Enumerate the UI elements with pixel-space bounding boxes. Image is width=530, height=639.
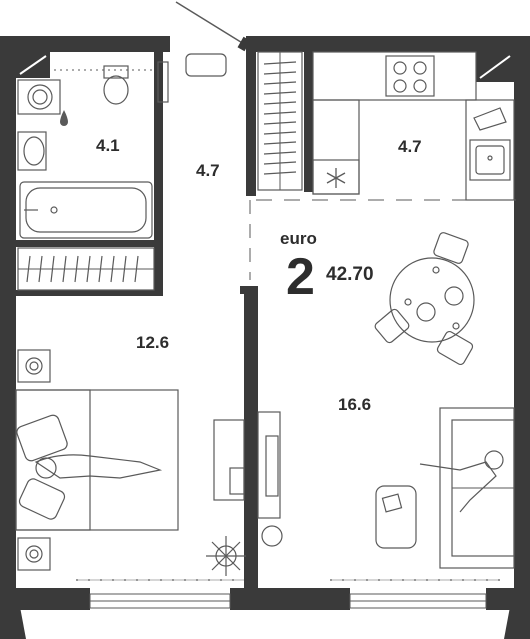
area-label-hallway: 4.7 <box>196 161 220 180</box>
wall-top-right <box>246 36 530 52</box>
wall-central <box>244 286 258 592</box>
plant-icon <box>206 536 246 576</box>
sink-icon <box>17 131 47 171</box>
wall-wardrobe-bottom <box>16 290 163 296</box>
windows <box>76 579 500 609</box>
wall-central-cap <box>240 286 258 294</box>
kitchen-sink-icon <box>469 139 511 181</box>
tv-unit-icon <box>257 411 281 519</box>
stove-icon <box>385 55 435 97</box>
hallway-wardrobe <box>257 51 303 191</box>
tv-icon <box>229 467 245 495</box>
wall-hall-right <box>246 36 256 196</box>
chair-icon <box>433 232 469 264</box>
wall-right <box>514 36 530 596</box>
living-furniture <box>257 407 515 569</box>
total-area-label: 42.70 <box>326 264 374 285</box>
pillow-icon <box>16 414 68 462</box>
snowflake-icon <box>326 168 346 188</box>
door-mat <box>185 53 227 77</box>
wall-left <box>0 36 16 596</box>
wall-bottom-2 <box>230 588 350 610</box>
entrance-door-hinge <box>237 36 251 52</box>
wall-bath-bottom <box>16 240 163 247</box>
fridge-icon <box>312 159 360 195</box>
rooms-count-label: 2 <box>286 248 315 306</box>
wall-bottom-1 <box>0 588 90 610</box>
round-table-icon <box>389 257 475 343</box>
toilet-icon <box>103 75 129 105</box>
bathroom-fixtures <box>17 61 169 239</box>
chair-icon <box>436 330 474 366</box>
pillow-icon <box>18 478 66 520</box>
area-label-bedroom: 12.6 <box>136 333 169 352</box>
labels: 4.1 4.7 4.7 12.6 16.6 euro 2 42.70 <box>96 136 422 414</box>
apartment-type-label: euro <box>280 229 317 248</box>
chair-icon <box>374 308 410 344</box>
wall-top-left <box>0 36 170 52</box>
area-label-living: 16.6 <box>338 395 371 414</box>
wall-wardrobe-right <box>154 247 163 296</box>
wall-bottom-foot-left <box>0 596 26 639</box>
cutting-board-icon <box>473 107 507 131</box>
wall-bath-right <box>154 52 163 242</box>
washing-machine-icon <box>17 79 61 115</box>
water-drop-icon <box>60 110 68 126</box>
bathtub-icon <box>19 181 153 239</box>
area-label-kitchen: 4.7 <box>398 137 422 156</box>
wall-kitchen-left <box>304 52 313 192</box>
tv-stand-icon <box>213 419 245 501</box>
area-label-bathroom: 4.1 <box>96 136 120 155</box>
tv-icon <box>265 435 279 497</box>
plant-icon <box>261 525 283 547</box>
kitchen-fixtures <box>312 51 515 201</box>
wall-bottom-foot-right <box>504 596 530 639</box>
dining-table <box>374 232 475 366</box>
wardrobe <box>17 247 155 291</box>
person-icon <box>419 461 497 513</box>
kitchen-counter-top <box>312 51 477 101</box>
nightstand-icon <box>17 537 51 571</box>
entrance-door-line <box>175 1 245 45</box>
shelf <box>157 61 169 103</box>
bedroom-furniture <box>15 349 246 576</box>
person-icon <box>34 454 163 479</box>
nightstand-icon <box>17 349 51 383</box>
kitchen-counter-right <box>465 99 515 201</box>
coffee-table-icon <box>375 485 417 549</box>
toilet-tank <box>103 65 129 79</box>
